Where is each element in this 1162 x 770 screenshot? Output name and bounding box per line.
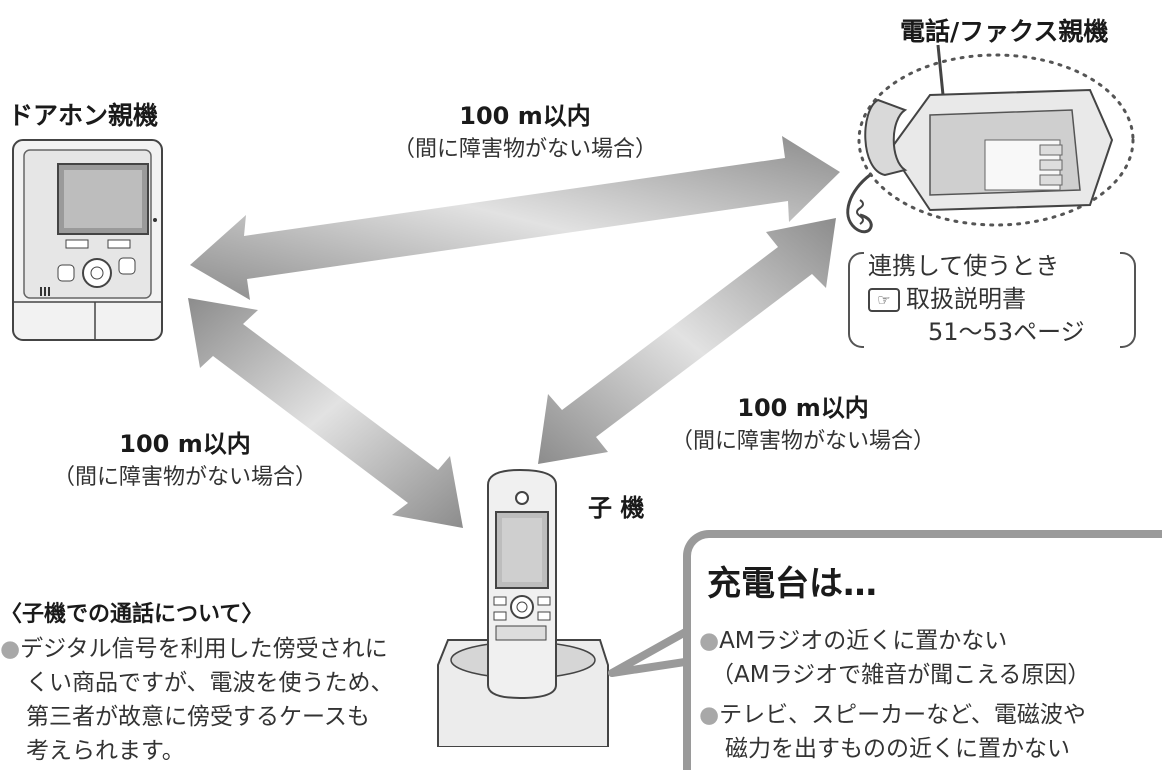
fax-note-line2-row: ☞取扱説明書 <box>868 283 1085 316</box>
handset-talk-section: 〈子機での通話について〉 ●デジタル信号を利用した傍受されに くい商品ですが、電… <box>0 596 394 768</box>
handset-talk-title: 〈子機での通話について〉 <box>0 602 264 627</box>
charger-item-2: ●テレビ、スピーカーなど、電磁波や 磁力を出すものの近くに置かない <box>699 698 1086 766</box>
arrow-doorphone-handset <box>188 298 463 528</box>
distance-right-main: 100 m以内 <box>737 394 869 422</box>
charger-callout-title: 充電台は… <box>707 564 877 604</box>
arrow-fax-handset <box>538 218 836 464</box>
fax-machine-illustration <box>846 44 1135 234</box>
distance-top: 100 m以内 （間に障害物がない場合） <box>360 96 690 163</box>
handset-talk-bullet: ●デジタル信号を利用した傍受されに くい商品ですが、電波を使うため、 第三者が故… <box>0 632 394 768</box>
bullet-dot-icon: ● <box>699 628 720 654</box>
handset-talk-line: 考えられます。 <box>26 738 185 764</box>
fax-note-line1: 連携して使うとき <box>868 252 1060 280</box>
distance-right: 100 m以内 （間に障害物がない場合） <box>638 388 968 455</box>
handset-illustration <box>437 468 609 747</box>
bullet-dot-icon: ● <box>699 702 720 728</box>
distance-right-sub: （間に障害物がない場合） <box>670 429 935 454</box>
bullet-dot-icon: ● <box>0 636 21 662</box>
fax-note: 連携して使うとき ☞取扱説明書 51〜53ページ <box>868 250 1085 349</box>
charger-item-1: ●AMラジオの近くに置かない （AMラジオで雑音が聞こえる原因） <box>699 624 1090 692</box>
fax-note-line3: 51〜53ページ <box>928 318 1085 346</box>
handset-label: 子 機 <box>588 494 645 522</box>
pointing-hand-icon: ☞ <box>868 288 900 312</box>
handset-talk-line: 第三者が故意に傍受するケースも <box>26 704 370 730</box>
doorphone-label: ドアホン親機 <box>8 101 159 130</box>
distance-left: 100 m以内 （間に障害物がない場合） <box>20 424 350 491</box>
handset-talk-line: デジタル信号を利用した傍受されに <box>20 636 388 662</box>
distance-left-sub: （間に障害物がない場合） <box>52 465 317 490</box>
arrow-doorphone-fax <box>190 136 840 300</box>
fax-label: 電話/ファクス親機 <box>900 17 1109 46</box>
charger-item-1-line2: （AMラジオで雑音が聞こえる原因） <box>711 662 1091 688</box>
connection-diagram <box>12 44 1135 747</box>
distance-top-sub: （間に障害物がない場合） <box>392 137 657 162</box>
note-bracket-left <box>848 252 864 348</box>
note-bracket-right <box>1120 252 1136 348</box>
charger-item-2-line2: 磁力を出すものの近くに置かない <box>725 736 1070 762</box>
handset-talk-line: くい商品ですが、電波を使うため、 <box>26 670 394 696</box>
distance-top-main: 100 m以内 <box>459 102 591 130</box>
distance-left-main: 100 m以内 <box>119 430 251 458</box>
charger-item-1-line1: AMラジオの近くに置かない <box>719 628 1008 654</box>
fax-note-line2: 取扱説明書 <box>906 285 1026 313</box>
charger-item-2-line1: テレビ、スピーカーなど、電磁波や <box>719 702 1086 728</box>
charger-callout: 充電台は… ●AMラジオの近くに置かない （AMラジオで雑音が聞こえる原因） ●… <box>683 530 1162 770</box>
doorphone-illustration <box>12 139 163 341</box>
